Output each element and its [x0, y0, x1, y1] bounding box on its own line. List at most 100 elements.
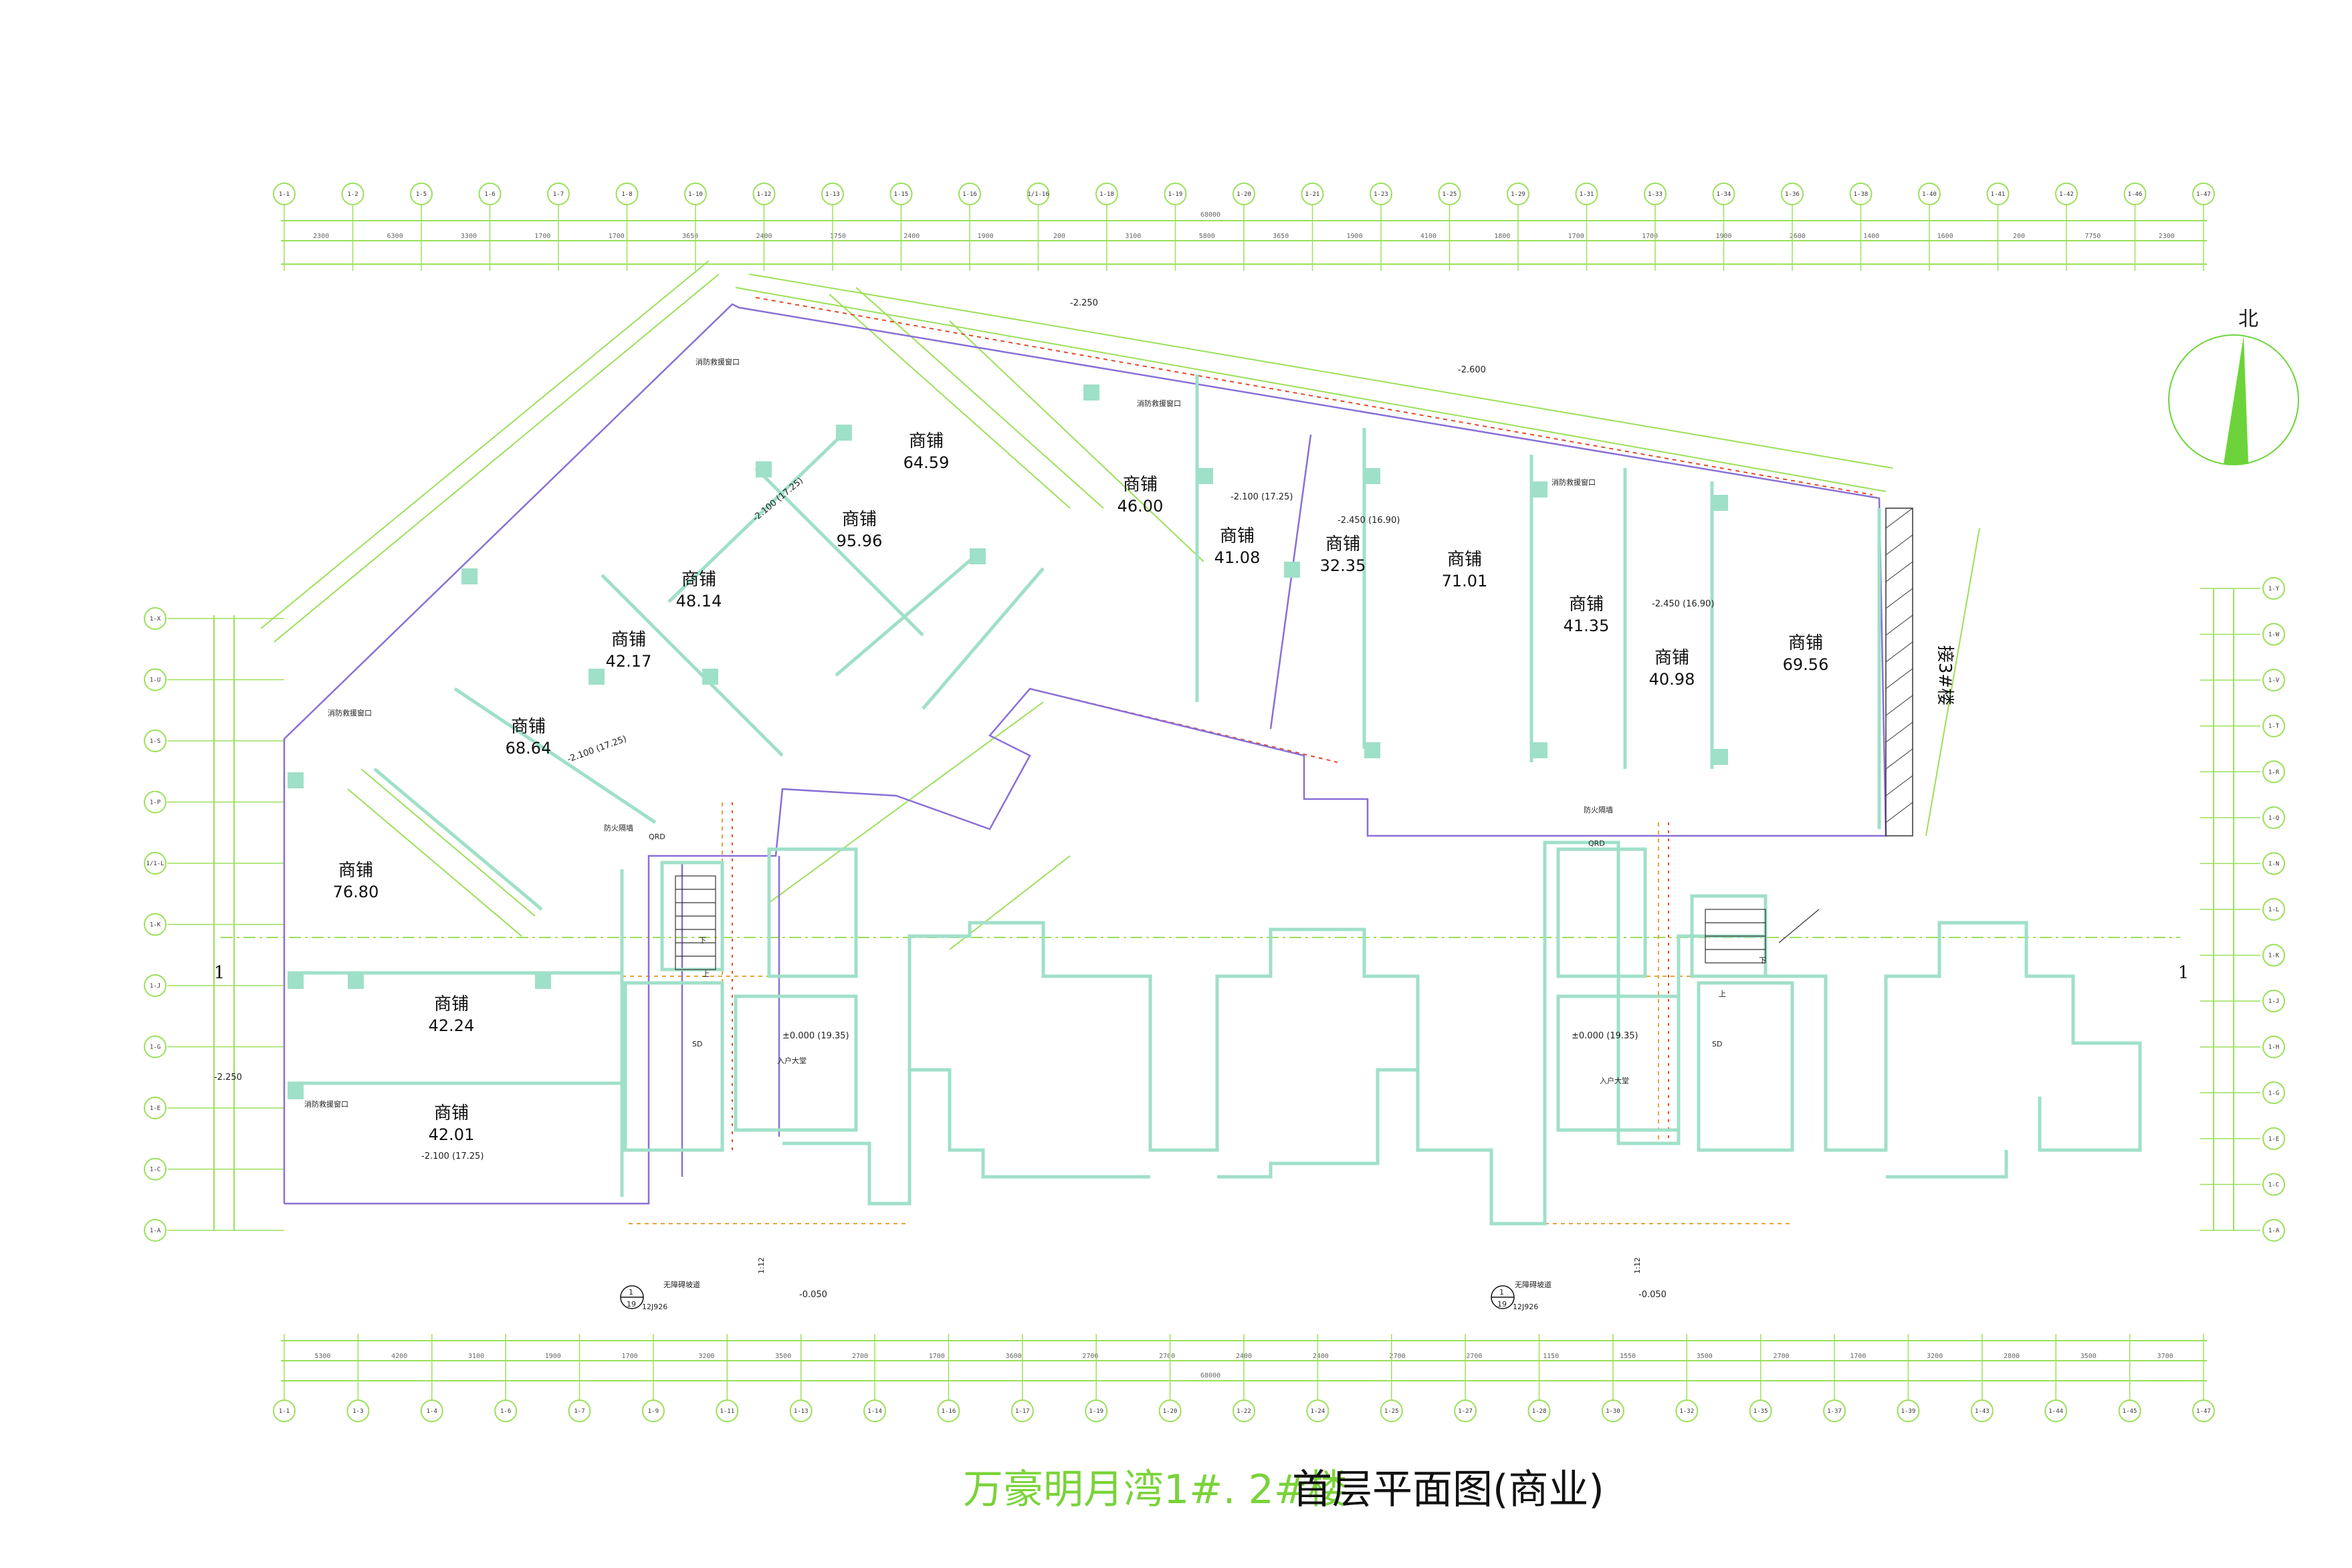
top-axis-12: 1-18 [1095, 183, 1118, 205]
bottom-dim-22: 2800 [2004, 1353, 2020, 1360]
ramp-label-1: 无障碍坡道 [663, 1280, 700, 1289]
top-dim-13: 3650 [1273, 233, 1289, 240]
right-axis-6-circle [2262, 852, 2285, 875]
elevation-12: -0.050 [799, 1290, 827, 1300]
top-axis-7: 1-12 [752, 183, 776, 205]
top-axis-14-label: 1-20 [1237, 191, 1251, 198]
room-10-area: 48.14 [676, 592, 722, 610]
left-axis-5: 1-K [144, 913, 167, 936]
right-axis-0-circle [2262, 577, 2285, 600]
top-axis-1: 1-2 [341, 183, 364, 205]
right-axis-2: 1-V [2262, 669, 2285, 692]
bottom-axis-13-circle [1233, 1399, 1255, 1422]
right-axis-7-label: 1-L [2268, 907, 2279, 913]
right-axis-3-label: 1-T [2268, 723, 2280, 730]
top-axis-22: 1-36 [1781, 183, 1804, 205]
diagonal-dimension-lines [260, 260, 1980, 950]
elevation-4: -2.450 (16.90) [1338, 516, 1400, 526]
top-dim-16: 1800 [1494, 233, 1510, 240]
top-axis-9-label: 1-15 [894, 191, 909, 198]
elevation-6: -2.100 (17.25) [751, 476, 805, 524]
bottom-dim-3: 1900 [545, 1353, 561, 1360]
bottom-axis-14-circle [1306, 1399, 1329, 1422]
bottom-dim-24: 3700 [2157, 1353, 2173, 1360]
top-dim-5: 3650 [682, 233, 698, 240]
right-axis-12: 1-E [2262, 1127, 2285, 1150]
right-axis-12-label: 1-E [2268, 1136, 2279, 1143]
bottom-axis-22-label: 1-39 [1901, 1408, 1916, 1415]
detail-1-number: 1 [629, 1288, 633, 1297]
top-axis-23-label: 1-38 [1854, 191, 1868, 198]
top-axis-20-label: 1-33 [1648, 191, 1663, 198]
top-dim-21: 1400 [1863, 233, 1879, 240]
bottom-axis-3-circle [494, 1399, 518, 1422]
room-15-label: 商铺 [434, 1103, 469, 1123]
top-axis-11: 1/1-16 [1027, 183, 1050, 205]
top-dim-9: 1900 [978, 233, 994, 240]
top-dim-25: 2300 [2159, 233, 2175, 240]
bottom-axis-9-circle [937, 1399, 960, 1422]
bottom-axis-18-label: 1-30 [1606, 1408, 1620, 1415]
detail-1-ref: 12J926 [642, 1303, 667, 1311]
right-axis-6-label: 1-N [2268, 861, 2279, 867]
sheet-title: 首层平面图(商业) [1292, 1466, 1604, 1513]
top-axis-13: 1-19 [1164, 183, 1187, 205]
top-axis-16: 1-23 [1370, 183, 1392, 205]
top-axis-4-circle [547, 183, 570, 205]
bottom-axis-19-label: 1-32 [1679, 1408, 1694, 1415]
right-axis-4: 1-R [2262, 760, 2285, 784]
room-9-label: 商铺 [1788, 633, 1823, 653]
bottom-axis-18: 1-30 [1601, 1399, 1624, 1422]
bottom-axis-25-label: 1-45 [2123, 1408, 2137, 1415]
right-axis-11: 1-G [2262, 1081, 2285, 1105]
right-axis-11-circle [2262, 1081, 2285, 1105]
right-axis-0: 1-Y [2262, 577, 2285, 600]
bottom-axis-4-label: 1-7 [574, 1408, 584, 1415]
left-axis-9-circle [144, 1157, 167, 1181]
top-dim-18: 1700 [1642, 233, 1658, 240]
top-axis-21-label: 1-34 [1717, 191, 1731, 198]
bottom-axis-8: 1-14 [863, 1399, 887, 1422]
smoke-vent-note-5: 消防救援窗口 [304, 1099, 348, 1109]
bottom-axis-7-label: 1-13 [794, 1408, 809, 1415]
bottom-axis-13: 1-22 [1233, 1399, 1255, 1422]
left-axis-3-label: 1-P [150, 800, 161, 806]
top-axis-17-circle [1438, 183, 1461, 205]
bottom-axis-15-label: 1-25 [1384, 1408, 1399, 1415]
bottom-axis-0-label: 1-1 [279, 1408, 290, 1415]
bottom-dim-14: 2700 [1390, 1353, 1406, 1360]
right-axis-8: 1-K [2262, 943, 2285, 967]
bottom-axis-22: 1-39 [1897, 1399, 1920, 1422]
top-axis-2-circle [410, 183, 433, 205]
bottom-dim-20: 1700 [1850, 1353, 1866, 1360]
bottom-axis-5-circle [641, 1399, 665, 1422]
left-axis-2-circle [144, 730, 167, 752]
room-2-label: 商铺 [842, 510, 877, 530]
left-axis-7: 1-G [144, 1035, 167, 1058]
top-axis-9-circle [889, 183, 913, 205]
right-axis-9-label: 1-J [2268, 998, 2279, 1005]
right-axis-5-label: 1-Q [2268, 815, 2279, 822]
stair-down-label-1: 下 [699, 936, 706, 945]
interior-walls [288, 374, 2142, 1226]
top-dim-17: 1700 [1568, 233, 1584, 240]
top-dim-1: 6300 [387, 233, 403, 240]
bottom-axis-19: 1-32 [1675, 1399, 1699, 1422]
right-axis-3: 1-T [2262, 714, 2285, 738]
elevation-1: -2.250 [1070, 298, 1098, 308]
fire-wall-note-1: 防火隔墙 [604, 823, 633, 832]
bottom-axis-26-label: 1-47 [2196, 1408, 2211, 1415]
sd-label-1: SD [692, 1040, 702, 1048]
bottom-axis-10-circle [1010, 1399, 1034, 1422]
left-axis-4: 1/1-L [144, 852, 167, 875]
top-axis-11-circle [1027, 183, 1050, 205]
stair-symbols [675, 875, 1820, 970]
right-axis-12-circle [2262, 1127, 2285, 1150]
right-axis-3-circle [2262, 714, 2285, 738]
top-axis-6: 1-10 [684, 183, 707, 205]
top-axis-19-label: 1-31 [1580, 191, 1594, 198]
bottom-axis-20-circle [1749, 1399, 1772, 1422]
outer-dimension-ticks [622, 297, 1873, 1224]
top-axis-23-circle [1849, 183, 1873, 205]
